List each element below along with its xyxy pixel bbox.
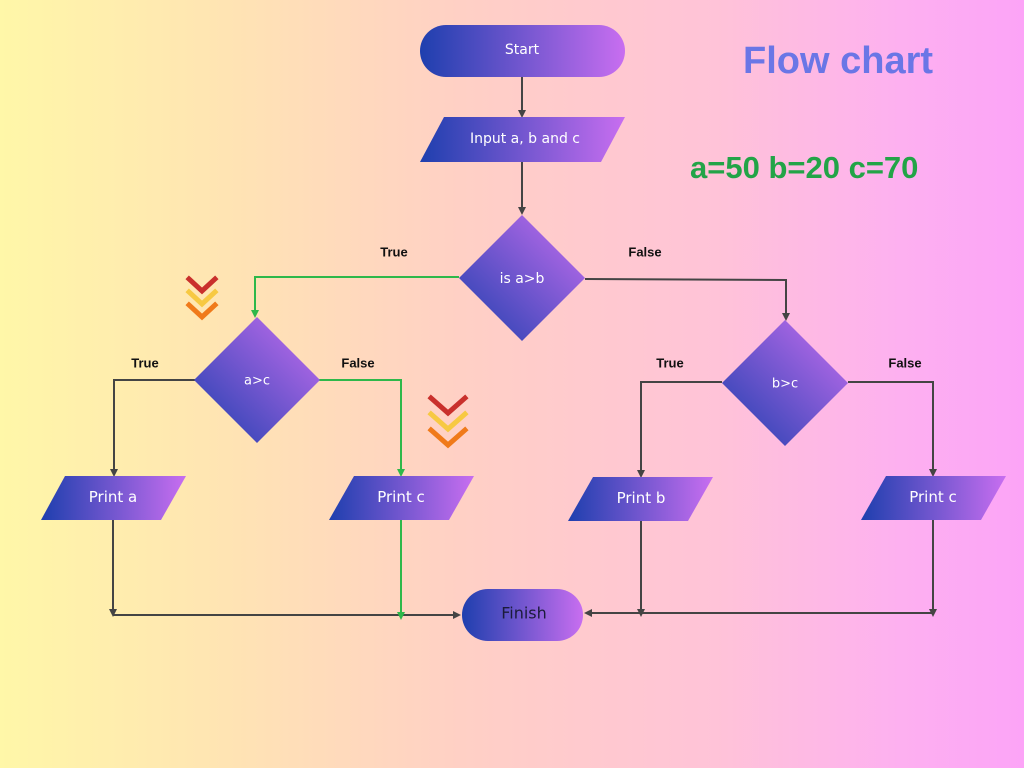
print-b-node: Print b xyxy=(568,477,713,521)
cond-ac-node: a>c xyxy=(194,317,320,443)
edge-cond-ac-false xyxy=(319,379,405,477)
edge-label-bc-false: False xyxy=(888,356,921,371)
print-c-left-node: Print c xyxy=(329,476,474,520)
chart-title: Flow chart xyxy=(743,40,934,82)
cond-bc-label: b>c xyxy=(772,377,798,392)
edge-cond-ab-true xyxy=(251,276,459,318)
print-a-node: Print a xyxy=(41,476,186,520)
print-c-left-label: Print c xyxy=(377,488,425,506)
edge-label-bc-true: True xyxy=(656,356,683,371)
finish-node: Finish xyxy=(462,589,583,641)
connectors xyxy=(109,77,937,620)
print-c-right-node: Print c xyxy=(861,476,1006,520)
edge-label-ac-false: False xyxy=(341,356,374,371)
print-b-label: Print b xyxy=(617,489,666,507)
cond-ab-node: is a>b xyxy=(459,215,585,341)
edge-label-ab-true: True xyxy=(380,245,407,260)
edge-cond-bc-true xyxy=(637,381,722,478)
cond-ab-label: is a>b xyxy=(500,271,545,287)
edge-label-ac-true: True xyxy=(131,356,158,371)
edge-label-ab-false: False xyxy=(628,245,661,260)
cond-ac-label: a>c xyxy=(244,374,270,389)
edge-cond-bc-false xyxy=(848,381,937,477)
cond-bc-node: b>c xyxy=(722,320,848,446)
finish-label: Finish xyxy=(501,604,547,623)
chevron-down-triple-icon xyxy=(185,275,219,321)
input-node: Input a, b and c xyxy=(420,117,625,162)
print-a-label: Print a xyxy=(89,488,137,506)
edge-cond-ac-true xyxy=(110,379,195,477)
edge-cond-ab-false xyxy=(584,278,790,321)
input-values: a=50 b=20 c=70 xyxy=(690,150,919,185)
print-c-right-label: Print c xyxy=(909,488,957,506)
start-label: Start xyxy=(505,42,540,58)
chevron-down-triple-icon xyxy=(427,394,469,449)
start-node: Start xyxy=(420,25,625,77)
input-label: Input a, b and c xyxy=(470,131,580,147)
